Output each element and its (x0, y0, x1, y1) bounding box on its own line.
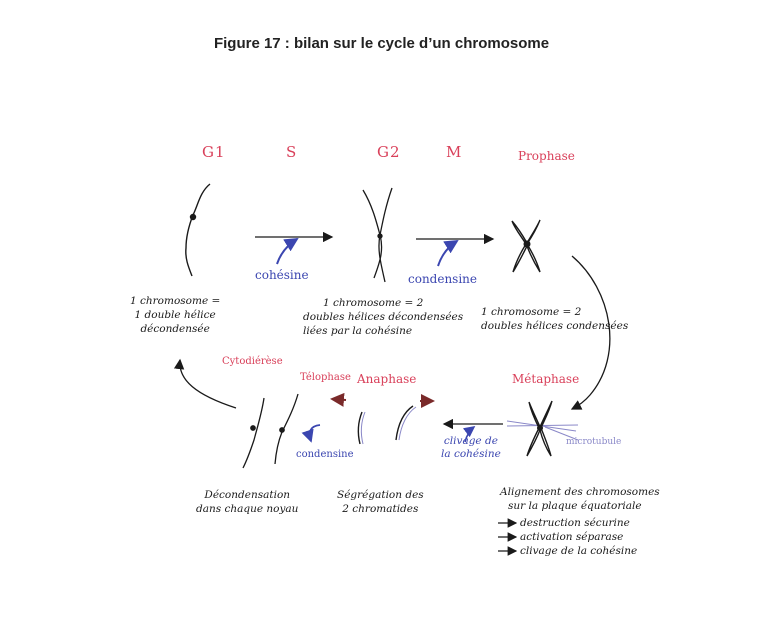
legend-item-3: clivage de la cohésine (520, 545, 638, 557)
note-prophase: 1 chromosome = 2 doubles hélices condens… (481, 305, 628, 333)
note-g1-line-3: décondensée (140, 323, 210, 335)
legend-item-1: destruction sécurine (520, 517, 630, 529)
metaphase-chromosome (506, 400, 579, 457)
note-segregation-line-1: Ségrégation des (337, 489, 424, 501)
phase-label-g1: G1 (202, 143, 226, 161)
note-decondensation: Décondensation dans chaque noyau (196, 488, 298, 516)
phase-label-prophase: Prophase (518, 149, 575, 163)
note-alignement-line-1: Alignement des chromosomes (500, 486, 660, 498)
g2-arrow (416, 233, 495, 267)
note-g1-line-2: 1 double hélice (134, 309, 216, 321)
condensine-label-bottom: condensine (296, 449, 354, 460)
microtubule-line-3 (544, 426, 579, 441)
note-prophase-line-2: doubles hélices condensées (481, 320, 629, 332)
note-decondensation-line-1: Décondensation (204, 489, 291, 501)
note-g1-line-1: 1 chromosome = (130, 295, 221, 307)
note-alignement-line-2: sur la plaque équatoriale (508, 500, 642, 512)
phase-label-cytodierese: Cytodiérèse (222, 356, 283, 367)
prophase-chromosome (511, 219, 541, 273)
clivage-label-line-2: la cohésine (441, 448, 501, 460)
note-g1: 1 chromosome = 1 double hélice décondens… (130, 294, 220, 336)
legend-list: destruction sécurine activation séparase… (520, 516, 637, 558)
phase-label-s: S (286, 143, 298, 161)
clivage-label: clivage de la cohésine (441, 435, 501, 461)
note-g2-line-2: doubles hélices décondensées (303, 311, 464, 323)
phase-label-anaphase: Anaphase (357, 372, 417, 386)
clivage-arrow (462, 426, 476, 443)
note-g2-line-1: 1 chromosome = 2 (323, 297, 424, 309)
note-g2-line-3: liées par la cohésine (303, 325, 413, 337)
phase-label-m: M (446, 143, 463, 161)
note-alignement: Alignement des chromosomes sur la plaque… (500, 485, 660, 513)
note-segregation-line-2: 2 chromatides (342, 503, 419, 515)
clivage-label-line-1: clivage de (443, 435, 498, 447)
telophase-chromosomes (242, 393, 321, 469)
note-g2: 1 chromosome = 2 doubles hélices déconde… (303, 296, 463, 338)
phase-label-g2: G2 (377, 143, 401, 161)
legend-arrows (498, 518, 518, 556)
phase-label-metaphase: Métaphase (512, 372, 580, 386)
telophase-to-g1-arrow (173, 358, 237, 409)
microtubule-label: microtubule (566, 437, 622, 447)
figure-title: Figure 17 : bilan sur le cycle d’un chro… (213, 35, 550, 52)
g2-chromosome (362, 187, 393, 283)
g1-chromosome (185, 183, 211, 277)
prophase-to-metaphase-arrow (570, 255, 611, 410)
anaphase-chromatids (330, 392, 435, 445)
note-decondensation-line-2: dans chaque noyau (196, 503, 299, 515)
note-prophase-line-1: 1 chromosome = 2 (481, 306, 582, 318)
phase-label-telophase: Télophase (300, 372, 351, 383)
condensine-label-top: condensine (408, 272, 478, 286)
s-phase-arrow (255, 231, 334, 265)
cohesine-label: cohésine (255, 268, 309, 282)
legend-item-2: activation séparase (520, 531, 624, 543)
note-segregation: Ségrégation des 2 chromatides (337, 488, 424, 516)
